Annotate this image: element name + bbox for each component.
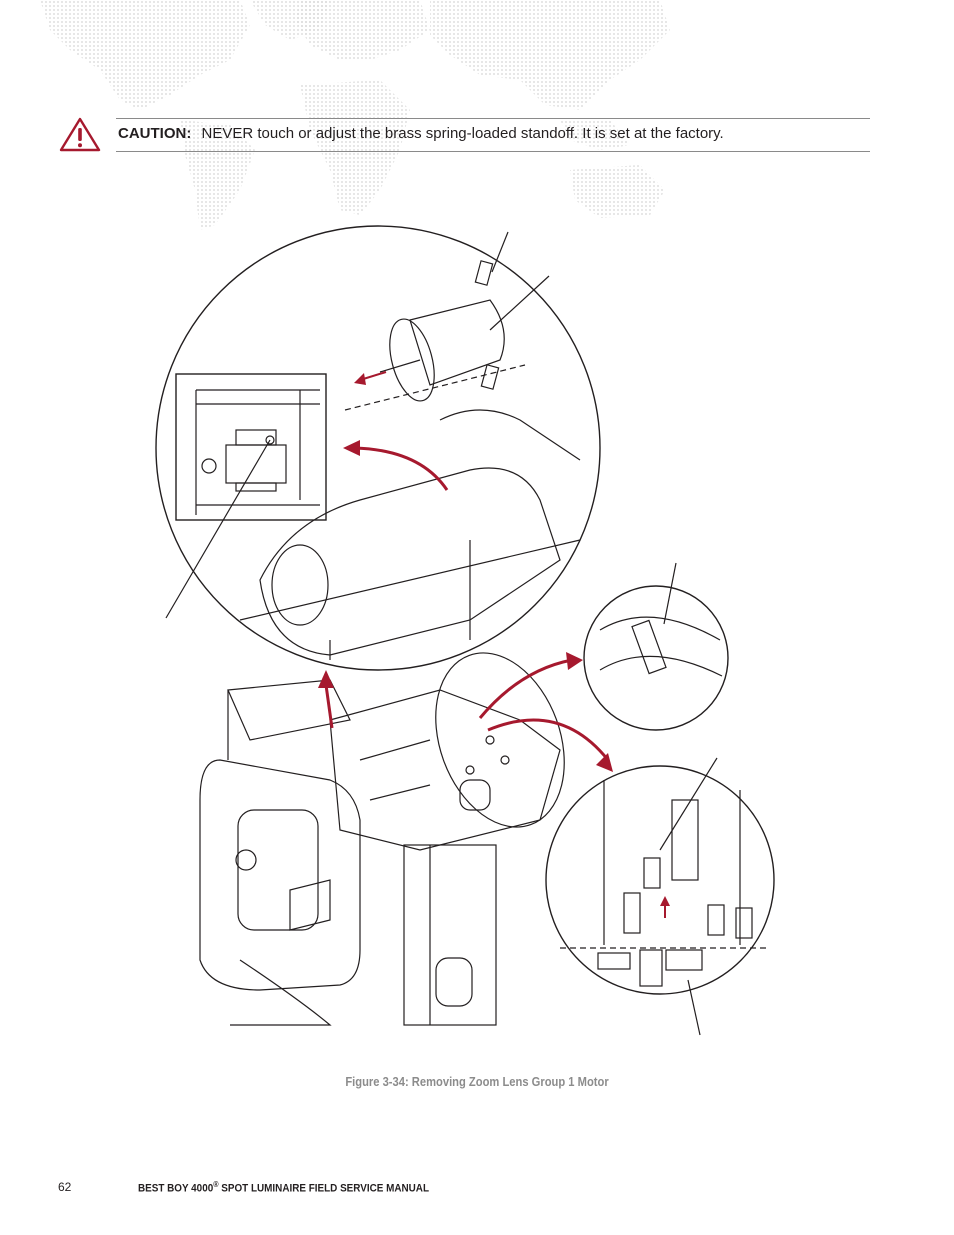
zoom-lens-motor-illustration	[155, 225, 775, 1036]
caution-message: CAUTION: NEVER touch or adjust the brass…	[118, 124, 868, 144]
figure-caption: Figure 3-34: Removing Zoom Lens Group 1 …	[345, 1074, 609, 1089]
lift-arrow	[324, 684, 334, 729]
connector-arrow	[487, 718, 610, 761]
caution-label: CAUTION:	[118, 125, 192, 142]
world-map-background	[40, 0, 670, 230]
standoff-inset	[175, 373, 327, 521]
caution-body: NEVER touch or adjust the brass spring-l…	[201, 125, 724, 142]
page-number: 62	[58, 1180, 72, 1194]
footer-title-main: BEST BOY 4000	[138, 1182, 214, 1195]
connector-detail-circle	[545, 765, 775, 995]
remove-motor-arrow	[354, 446, 449, 491]
caution-top-rule	[116, 118, 870, 119]
caution-bottom-rule	[116, 151, 870, 152]
cable-tie-detail-circle	[583, 585, 729, 731]
cable-tie-arrow	[478, 658, 573, 719]
footer-title-rest: SPOT LUMINAIRE FIELD SERVICE MANUAL	[218, 1182, 430, 1195]
footer-manual-title: BEST BOY 4000® SPOT LUMINAIRE FIELD SERV…	[138, 1180, 429, 1195]
footer-registered-mark: ®	[213, 1180, 219, 1189]
warning-triangle-icon	[59, 117, 101, 152]
motor-detail-circle	[155, 225, 601, 671]
